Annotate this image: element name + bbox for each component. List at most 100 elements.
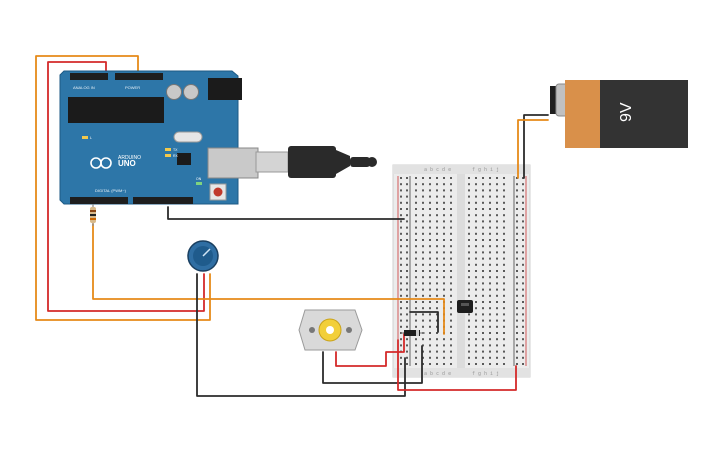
breadboard-hole [522, 201, 524, 204]
breadboard-hole [522, 245, 524, 248]
breadboard-hole [496, 257, 498, 260]
breadboard-hole [422, 263, 424, 266]
breadboard-hole [429, 245, 431, 248]
battery-9v[interactable]: 9V [550, 80, 688, 148]
wire-red-bottom[interactable] [397, 339, 517, 391]
wire-black-pot[interactable] [196, 273, 406, 397]
digital-header-1[interactable] [70, 197, 128, 204]
breadboard-hole [482, 220, 484, 223]
breadboard-hole [489, 183, 491, 186]
breadboard-hole [482, 201, 484, 204]
breadboard-hole [503, 226, 505, 229]
breadboard-hole [422, 214, 424, 217]
breadboard-hole [422, 220, 424, 223]
breadboard-hole [475, 214, 477, 217]
breadboard-hole [468, 325, 470, 328]
breadboard-hole [443, 220, 445, 223]
potentiometer-knob-indicator [202, 248, 211, 257]
diode[interactable] [401, 330, 425, 336]
breadboard-hole [415, 201, 417, 204]
breadboard-hole [468, 332, 470, 334]
breadboard-hole [443, 270, 445, 272]
capacitor-icon [183, 84, 199, 100]
wire-battery-black[interactable] [523, 114, 549, 179]
breadboard-hole [522, 319, 524, 322]
arduino-uno[interactable]: ANALOG IN POWER DIGITAL (PWM~) UNO ARDUI… [59, 70, 259, 205]
resistor[interactable] [90, 204, 96, 226]
analog-header[interactable] [70, 73, 108, 80]
breadboard-hole [400, 263, 402, 266]
breadboard-hole [443, 363, 445, 365]
breadboard-hole [429, 183, 431, 186]
breadboard-hole [489, 195, 491, 198]
breadboard-hole [400, 338, 402, 341]
breadboard-hole [522, 220, 524, 223]
led-on [196, 182, 202, 185]
breadboard-hole [400, 183, 402, 186]
breadboard-hole [415, 288, 417, 291]
breadboard-hole [503, 325, 505, 328]
breadboard-hole [422, 226, 424, 229]
wire-black-motor[interactable] [322, 345, 423, 384]
digital-header-2[interactable] [133, 197, 193, 204]
breadboard-hole [503, 208, 505, 210]
breadboard-hole [415, 301, 417, 303]
breadboard-hole [482, 301, 484, 303]
breadboard-hole [436, 195, 438, 198]
breadboard-hole [429, 177, 431, 179]
wire-black-transistor[interactable] [409, 311, 439, 333]
wire-orange-5v[interactable] [35, 55, 211, 321]
wire-battery-orange[interactable] [517, 119, 549, 179]
breadboard-hole [429, 325, 431, 328]
breadboard-hole [489, 344, 491, 347]
breadboard-hole [468, 294, 470, 297]
breadboard-hole [450, 257, 452, 260]
breadboard-hole [450, 313, 452, 316]
wire-red-pot[interactable] [47, 61, 205, 312]
breadboard-hole [429, 332, 431, 334]
breadboard-hole [436, 226, 438, 229]
wire-black-gnd-arduino[interactable] [167, 206, 405, 220]
breadboard-hole [443, 350, 445, 353]
breadboard-hole [522, 214, 524, 217]
breadboard-hole [496, 325, 498, 328]
breadboard-hole [516, 232, 518, 235]
breadboard-hole [436, 263, 438, 266]
breadboard-hole [443, 338, 445, 341]
usb-port[interactable] [207, 147, 259, 179]
breadboard-hole [496, 245, 498, 248]
breadboard-letters-left-bottom: a b c d e [424, 371, 451, 377]
transistor[interactable] [457, 300, 473, 313]
breadboard-hole [489, 177, 491, 179]
power-header[interactable] [115, 73, 163, 80]
breadboard-hole [468, 208, 470, 210]
breadboard-hole [400, 201, 402, 204]
breadboard-hole [429, 195, 431, 198]
breadboard-hole [475, 344, 477, 347]
breadboard-hole [422, 350, 424, 353]
wire-orange-resistor[interactable] [92, 223, 445, 335]
breadboard-hole [400, 239, 402, 241]
wire-red-motor[interactable] [335, 332, 405, 367]
breadboard-hole [415, 226, 417, 229]
breadboard-hole [516, 332, 518, 334]
breadboard-hole [516, 344, 518, 347]
breadboard-hole [489, 226, 491, 229]
breadboard-hole [503, 332, 505, 334]
potentiometer[interactable] [187, 240, 219, 272]
breadboard-hole [450, 356, 452, 359]
breadboard[interactable]: a b c d e f g h i j a b c d e f g h i j [392, 164, 531, 378]
breadboard-hole [443, 177, 445, 179]
breadboard-hole [503, 251, 505, 254]
power-jack[interactable] [208, 78, 242, 100]
breadboard-hole [422, 270, 424, 272]
breadboard-hole [443, 356, 445, 359]
dc-motor[interactable] [298, 309, 363, 351]
breadboard-hole [496, 313, 498, 316]
breadboard-hole [516, 214, 518, 217]
usb-cable[interactable] [255, 146, 377, 178]
breadboard-hole [516, 251, 518, 254]
breadboard-hole [482, 313, 484, 316]
breadboard-hole [522, 325, 524, 328]
